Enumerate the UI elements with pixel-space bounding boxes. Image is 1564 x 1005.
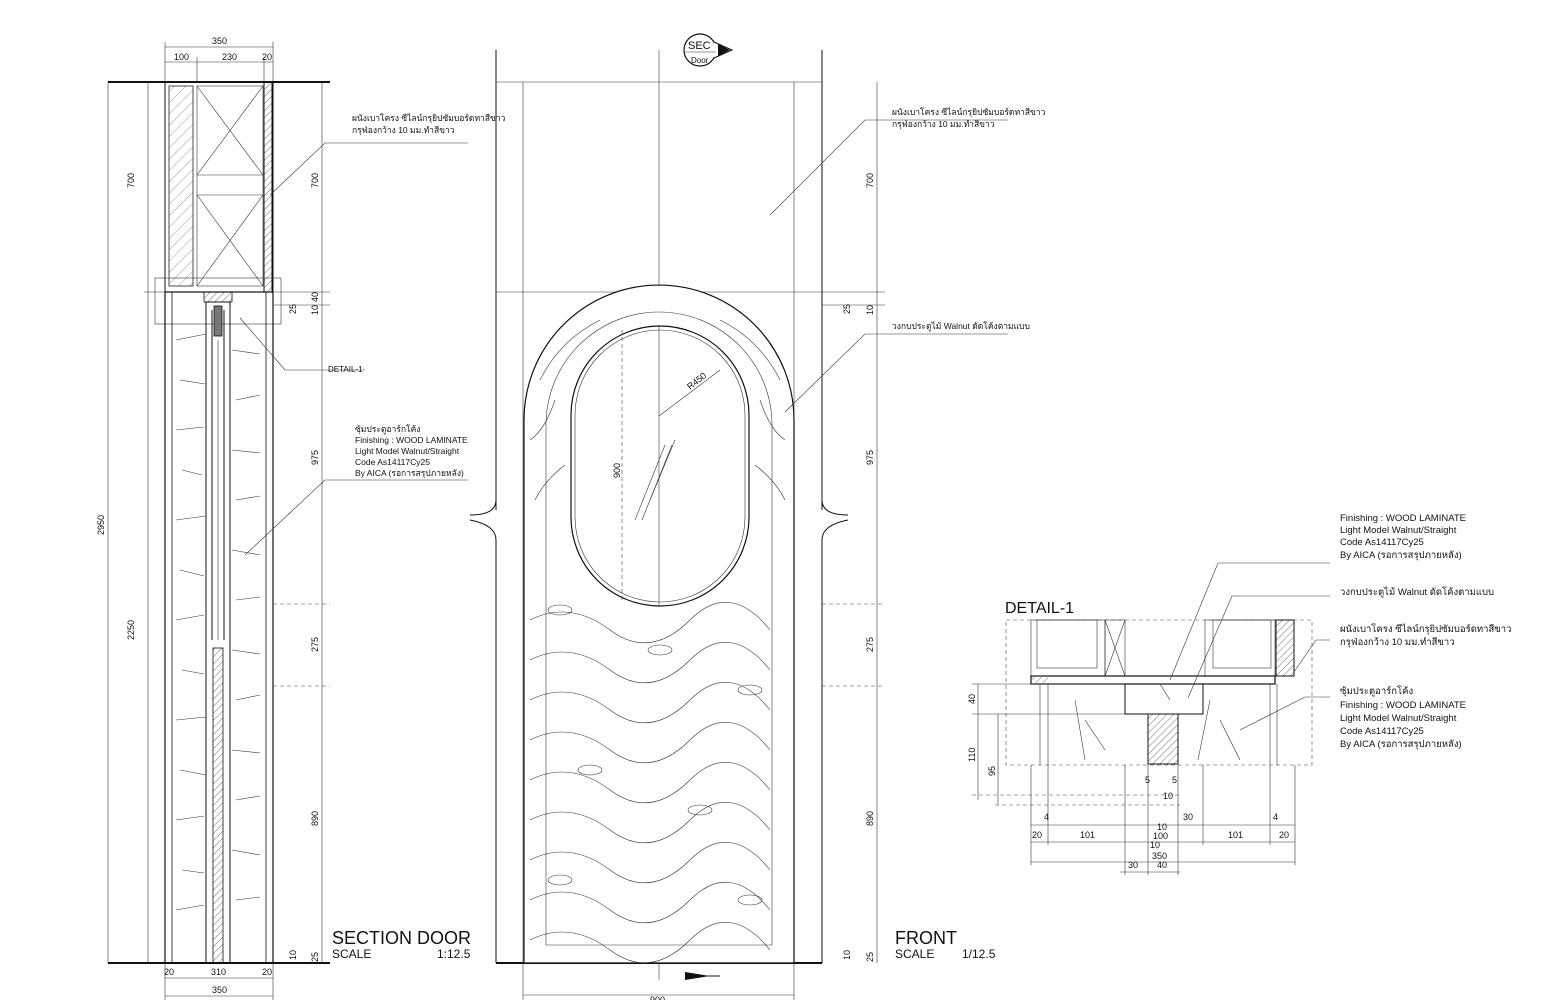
detail-dim-10: 10: [1163, 791, 1173, 801]
detail-title: DETAIL-1: [1005, 600, 1074, 617]
detail-door-line3: Light Model Walnut/Straight: [1340, 713, 1457, 724]
front-note-wall-line2: กรุฟ่องกว้าง 10 มม.ทำสีขาว: [892, 119, 995, 130]
detail-dim-95: 95: [987, 766, 997, 776]
oval-window: [570, 325, 750, 607]
dim-left-2250: 2250: [126, 620, 136, 640]
front-scale-label: SCALE: [895, 947, 934, 961]
dim-top-1: 100: [174, 52, 189, 62]
front-dim-25: 25: [842, 304, 852, 314]
dim-bottom-total: 350: [212, 985, 227, 995]
front-dim-bottom: 900: [650, 995, 665, 1000]
section-marker-sub: Door: [691, 56, 709, 65]
front-dim-700: 700: [865, 173, 875, 188]
front-note-wall-line1: ผนังเบาโครง ซีไลน์กรุยิปซัมบอร์ดทาสีขาว: [892, 107, 1046, 118]
front-dim-975: 975: [865, 450, 875, 465]
dim-left-2950: 2950: [96, 515, 106, 535]
detail-dim-101b: 101: [1228, 830, 1243, 840]
detail-dim-10c: 10: [1150, 840, 1160, 850]
detail-finish-line4: By AICA (รอการสรุปภายหลัง): [1340, 550, 1462, 561]
dim-bottom-3: 20: [262, 967, 272, 977]
dim-right-975: 975: [310, 450, 320, 465]
detail-dim-40: 40: [1157, 860, 1167, 870]
dim-right-10: 10: [310, 305, 320, 315]
dim-right-275: 275: [310, 637, 320, 652]
dim-window-height: 900: [612, 463, 622, 478]
note-door-line4: Code As14117Cy25: [355, 457, 430, 467]
front-dim-890: 890: [865, 811, 875, 826]
dim-left-700: 700: [126, 173, 136, 188]
detail-finish-line1: Finishing : WOOD LAMINATE: [1340, 513, 1466, 524]
dim-right-40: 40: [310, 292, 320, 302]
detail-dim-5a: 5: [1145, 775, 1150, 785]
detail-dim-100: 100: [1153, 831, 1168, 841]
dim-top-total: 350: [212, 36, 227, 46]
detail-door-line5: By AICA (รอการสรุปภายหลัง): [1340, 739, 1462, 750]
front-dim-10: 10: [865, 305, 875, 315]
detail-door-line2: Finishing : WOOD LAMINATE: [1340, 700, 1466, 711]
detail-dim-4b: 4: [1273, 812, 1278, 822]
wood-grain-section: [175, 333, 261, 911]
detail-dim-30b: 30: [1128, 860, 1138, 870]
detail-finish-line2: Light Model Walnut/Straight: [1340, 525, 1457, 536]
detail-door-line1: ซุ้มประตูอาร์กโค้ง: [1340, 685, 1413, 697]
dim-top-3: 20: [262, 52, 272, 62]
dim-right-700: 700: [310, 173, 320, 188]
detail-callout: DETAIL-1: [328, 365, 363, 374]
detail-wall-line2: กรุฟ่องกว้าง 10 มม.ทำสีขาว: [1340, 636, 1455, 648]
dim-right-890: 890: [310, 811, 320, 826]
dim-bottom-2: 310: [211, 967, 226, 977]
note-wall-line1: ผนังเบาโครง ซีไลน์กรุยิปซัมบอร์ดทาสีขาว: [352, 113, 506, 124]
detail-door-line4: Code As14117Cy25: [1340, 726, 1424, 737]
note-door-line5: By AICA (รอการสรุปภายหลัง): [355, 468, 464, 479]
detail-dim-110: 110: [967, 748, 977, 762]
wood-grain-front: [529, 319, 786, 964]
section-door-title: SECTION DOOR: [332, 928, 471, 948]
dim-bottom-1: 20: [164, 967, 174, 977]
section-door-scale-value: 1:12.5: [437, 947, 471, 961]
detail-dim-20a: 20: [1032, 830, 1042, 840]
detail-dim-4a: 4: [1044, 812, 1049, 822]
detail-dim-350: 350: [1152, 851, 1167, 861]
dim-right-10b: 10: [288, 950, 298, 960]
detail-frame-note: วงกบประตูไม้ Walnut ดัดโค้งตามแบบ: [1340, 586, 1494, 598]
note-wall-line2: กรุฟ่องกว้าง 10 มม.ทำสีขาว: [352, 125, 455, 136]
detail-dim-30a: 30: [1183, 812, 1193, 822]
dim-top-2: 230: [222, 52, 237, 62]
detail-dim-20b: 20: [1279, 830, 1289, 840]
front-view: R450 900 SEC Door 900 700 25 10 975: [469, 33, 1046, 1005]
front-dim-25b: 25: [865, 952, 875, 962]
detail-wall-line1: ผนังเบาโครง ซีไลน์กรุยิปซัมบอร์ดทาสีขาว: [1340, 623, 1511, 635]
detail-finish-line3: Code As14117Cy25: [1340, 537, 1424, 548]
dim-right-25: 25: [288, 304, 298, 314]
note-door-line2: Finishing : WOOD LAMINATE: [355, 435, 468, 445]
note-door-line3: Light Model Walnut/Straight: [355, 446, 460, 456]
front-scale-value: 1/12.5: [962, 947, 996, 961]
front-dim-275: 275: [865, 637, 875, 652]
detail-dim-5b: 5: [1172, 775, 1177, 785]
detail-dim-101a: 101: [1080, 830, 1095, 840]
front-title: FRONT: [895, 928, 957, 948]
wall-hatch: [168, 85, 194, 287]
detail-dim-40: 40: [967, 694, 977, 704]
detail-1-view: DETAIL-1 Finishing : WOOD LAMINATE Light…: [967, 513, 1511, 875]
front-dim-10b: 10: [842, 950, 852, 960]
section-door-view: 350 100 230 20 20 310 20 350 700 2950 22…: [96, 36, 506, 1000]
dim-right-25b: 25: [310, 952, 320, 962]
front-note-frame: วงกบประตูไม้ Walnut ดัดโค้งตามแบบ: [892, 321, 1030, 332]
section-door-scale-label: SCALE: [332, 947, 371, 961]
detail-dim-10b: 10: [1157, 822, 1167, 832]
note-door-line1: ซุ้มประตูอาร์กโค้ง: [355, 424, 420, 435]
section-marker-label: SEC: [688, 40, 711, 52]
